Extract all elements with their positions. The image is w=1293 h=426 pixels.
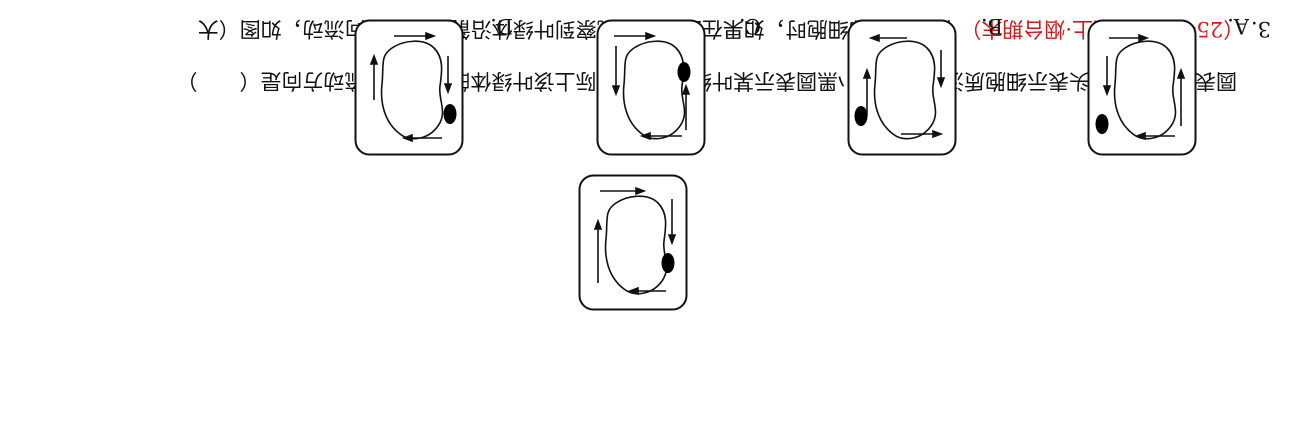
option-d-label[interactable]: D. [490,14,513,38]
chloroplast-dot [443,104,457,124]
option-d-figure [354,19,464,156]
vacuole [1113,40,1177,140]
vacuole [873,40,937,140]
question-number: 3. [1250,17,1271,41]
chloroplast-dot [1095,114,1109,134]
option-a-label[interactable]: A. [1227,14,1249,38]
option-c-label[interactable]: C. [739,14,761,38]
question-line-2: 圆表示液泡、箭头表示细胞质流动方向，小黑圆表示某叶绿体），则实际上该叶绿体的位置… [176,69,1238,93]
option-b-figure [847,19,957,156]
flow-arrows [862,33,946,139]
flow-arrows [369,31,453,143]
chloroplast-dot [854,106,868,126]
chloroplast-dot [677,62,691,82]
vacuole [380,40,444,140]
vacuole [622,40,686,140]
option-c-figure [596,19,706,156]
question-text-2: 圆表示液泡、箭头表示细胞质流动方向，小黑圆表示某叶绿体），则实际上该叶绿体的位置… [176,69,1238,93]
flow-arrows [593,186,677,296]
flow-arrows [1102,33,1186,141]
question-text-1: 在观察水绵细胞时，如果在显微镜下观察到叶绿体沿箭头所示方向流动，如图（大 [197,17,954,41]
option-a-figure [1087,19,1197,156]
chloroplast-dot [661,253,675,273]
flow-arrows [611,31,691,141]
option-b-label[interactable]: B. [980,14,1003,38]
observed-cell-figure [578,174,688,311]
vacuole [604,195,668,295]
